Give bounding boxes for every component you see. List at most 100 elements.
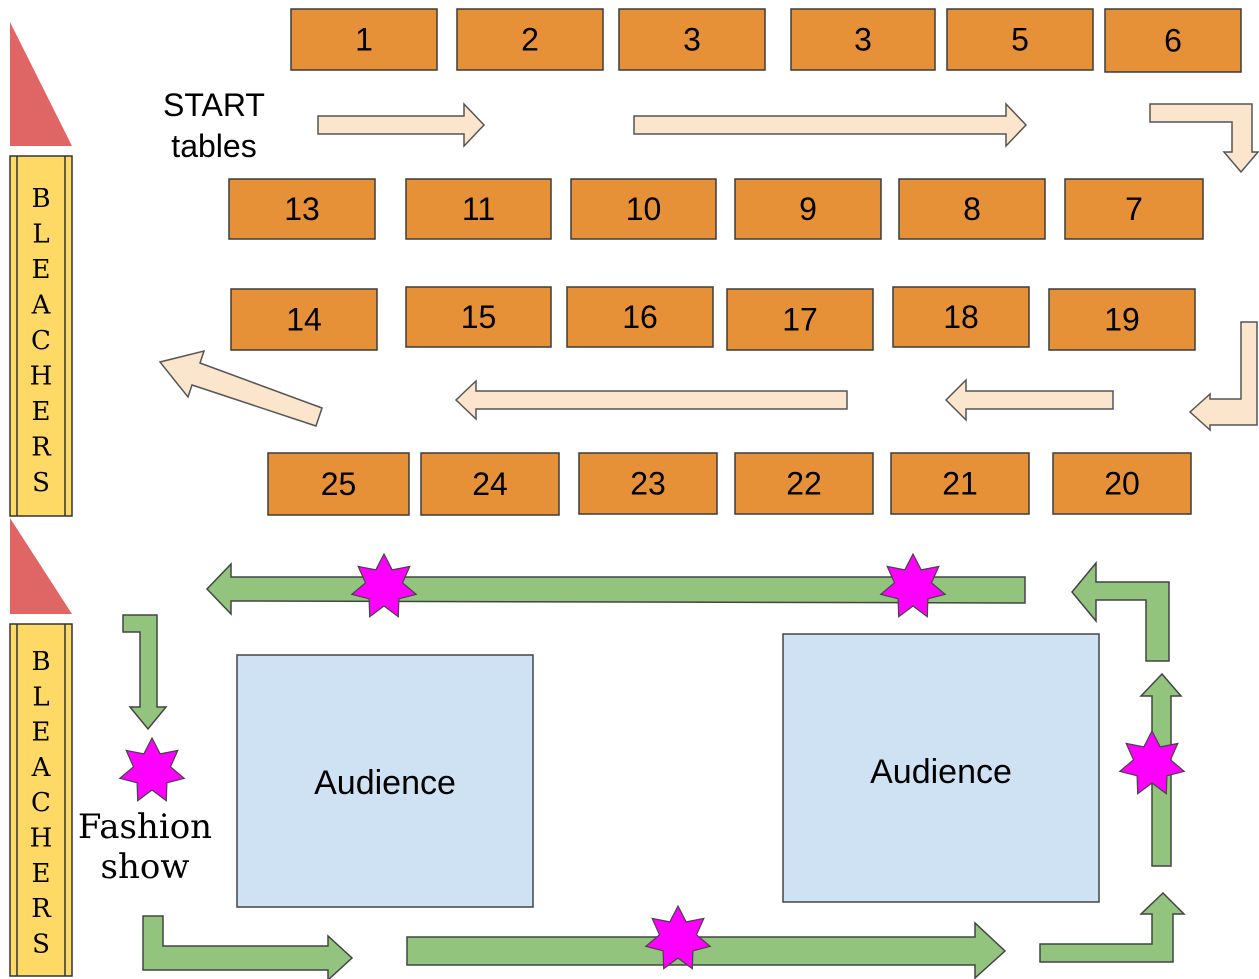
table-number: 1 [355,22,373,58]
table-box [1064,178,1204,240]
runway-arrow-bottom-right [1039,891,1186,963]
table-10: 9 [734,178,882,240]
table-12: 7 [1064,178,1204,240]
bleachers-letter: S [32,468,50,498]
stars [118,552,1186,970]
table-number: 8 [963,191,981,227]
table-box [405,178,552,240]
table-box [1104,8,1242,73]
table-13: 14 [230,288,378,351]
bleachers-letter: H [30,362,53,392]
table-box [578,452,718,515]
table-9: 10 [570,178,717,240]
table-number: 19 [1104,302,1140,338]
table-17: 18 [892,286,1030,348]
route-arrow-right-1 [317,102,486,148]
runway-arrow-corner-left [1071,560,1170,662]
bleachers-letter: E [32,397,51,427]
star-icon [1118,729,1186,795]
table-number: 3 [683,22,701,58]
start-label-line2: tables [171,128,256,164]
table-box [790,8,936,71]
start-label-line1: START [163,87,265,123]
bleachers-letter: R [31,894,52,924]
table-number: 5 [1011,22,1029,58]
table-box [898,178,1046,240]
bleachers-letter: L [32,682,49,712]
bleachers-letter: E [32,718,51,748]
table-11: 8 [898,178,1046,240]
table-number: 15 [461,299,497,335]
table-15: 16 [566,286,714,348]
table-4: 3 [790,8,936,71]
bleachers-triangle-middle [10,518,72,614]
audience-label-right: Audience [870,753,1012,791]
table-6: 6 [1104,8,1242,73]
table-22: 22 [734,452,874,515]
table-box [946,8,1094,71]
table-5: 5 [946,8,1094,71]
route-arrow-right-2 [633,102,1028,148]
table-number: 3 [854,22,872,58]
table-box [734,178,882,240]
table-box [618,8,766,71]
table-box [230,288,378,351]
table-box [267,452,410,516]
table-21: 23 [578,452,718,515]
table-3: 3 [618,8,766,71]
audience-area-left [236,654,534,908]
table-number: 7 [1125,191,1143,227]
table-number: 2 [521,22,539,58]
bleachers-letter: A [31,291,52,321]
bleachers-letter: C [31,788,51,818]
bleachers-letter: S [32,929,50,959]
runway-arrow-corner-down [122,614,168,731]
table-number: 24 [472,466,508,502]
table-number: 25 [321,466,357,502]
table-2: 2 [456,8,604,71]
table-8: 11 [405,178,552,240]
table-box [570,178,717,240]
table-number: 9 [799,191,817,227]
runway-arrow-top [205,562,1026,616]
fashion-show-label-line2: show [101,847,190,887]
bleachers-letter: R [31,433,52,463]
bleachers-triangle-top [10,22,72,146]
route-arrow-corner-down [1149,103,1259,174]
star-icon [118,736,186,802]
table-7: 13 [228,178,376,240]
table-number: 21 [942,466,978,502]
star-icon [879,552,947,618]
table-number: 20 [1104,466,1140,502]
table-number: 16 [622,299,658,335]
bleachers-letter: E [32,859,51,889]
star-icon [644,904,712,970]
bleachers-letter: A [31,753,52,783]
table-number: 18 [943,299,979,335]
table-number: 14 [286,302,322,338]
route-arrow-diagonal [158,349,323,427]
table-number: 13 [284,191,320,227]
audience-area-right [782,633,1100,903]
table-box [1048,288,1196,351]
table-box [890,452,1030,515]
table-24: 20 [1052,452,1192,515]
route-arrow-left-1 [944,378,1114,422]
star-icon [350,552,418,618]
table-16: 17 [726,288,874,351]
table-box [566,286,714,348]
runway-arrow-bottom-center [406,921,1007,979]
table-19: 25 [267,452,410,516]
route-arrow-corner-left [1188,321,1258,432]
route-arrow-left-2 [454,379,848,421]
fashion-show-label-line1: Fashion [78,807,212,847]
table-number: 23 [630,466,666,502]
table-20: 24 [420,452,560,516]
table-box [228,178,376,240]
table-number: 6 [1164,23,1182,59]
table-14: 15 [405,286,552,348]
bleachers-letter: H [30,824,53,854]
